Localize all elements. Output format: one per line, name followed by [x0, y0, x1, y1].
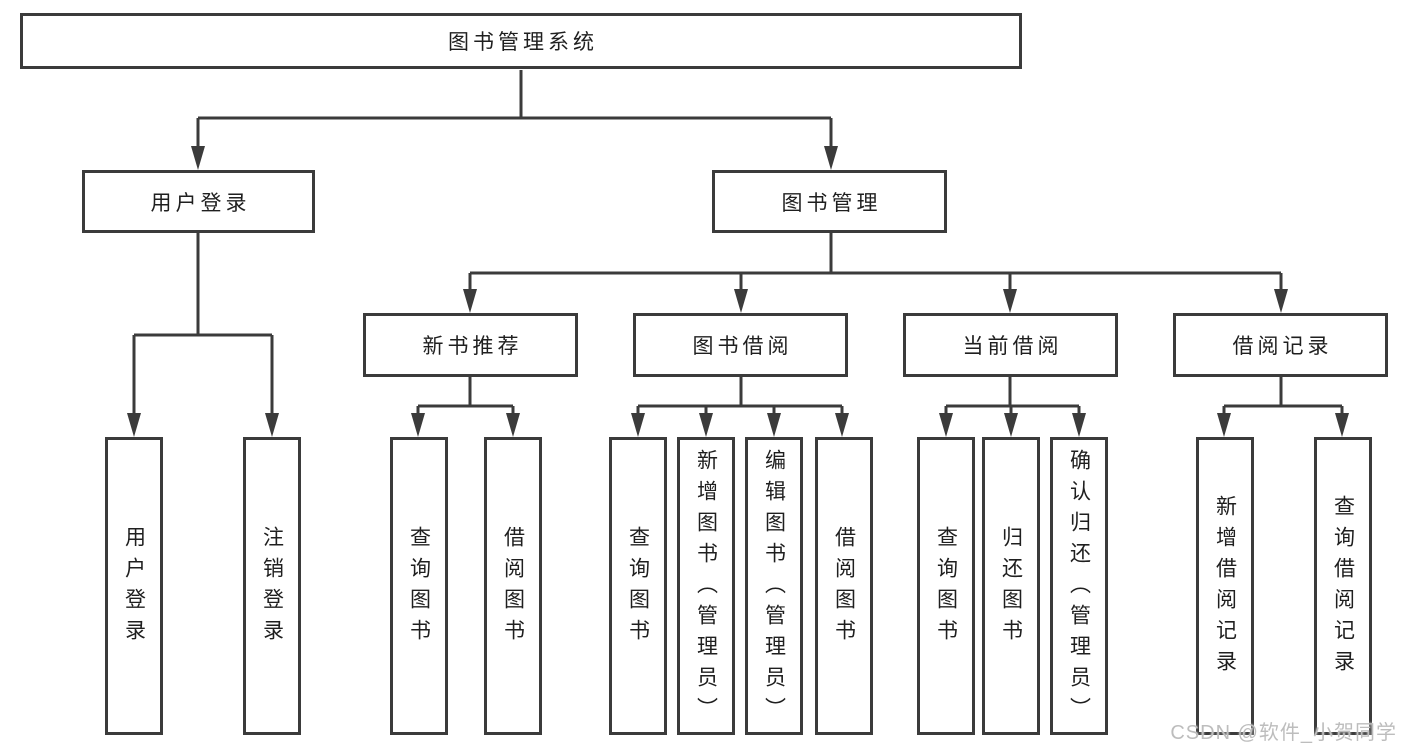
- node-label: 当前借阅: [962, 335, 1063, 358]
- node-user-login: 用户登录: [82, 170, 315, 233]
- node-new-book-recommend: 新书推荐: [363, 313, 578, 377]
- csdn-watermark: CSDN @软件_小贺同学: [1170, 722, 1397, 744]
- node-current-borrowing: 当前借阅: [903, 313, 1118, 377]
- leaf-label: 确认归还（管理员）: [1067, 448, 1091, 728]
- node-borrow-records: 借阅记录: [1173, 313, 1388, 377]
- leaf-edit-books-admin: 编辑图书（管理员）: [745, 437, 803, 735]
- node-book-borrowing: 图书借阅: [633, 313, 848, 377]
- leaf-label: 查询图书: [626, 526, 650, 650]
- leaf-label: 查询图书: [407, 526, 431, 650]
- node-label: 图书管理系统: [448, 31, 598, 54]
- leaf-label: 编辑图书（管理员）: [762, 448, 786, 728]
- leaf-label: 查询图书: [934, 526, 958, 650]
- leaf-query-borrow-record: 查询借阅记录: [1314, 437, 1372, 735]
- node-label: 图书借阅: [692, 335, 793, 358]
- leaf-return-books: 归还图书: [982, 437, 1040, 735]
- leaf-label: 新增图书（管理员）: [694, 448, 718, 728]
- leaf-add-books-admin: 新增图书（管理员）: [677, 437, 735, 735]
- leaf-query-books-current: 查询图书: [917, 437, 975, 735]
- leaf-add-borrow-record: 新增借阅记录: [1196, 437, 1254, 735]
- leaf-label: 借阅图书: [832, 526, 856, 650]
- node-label: 用户登录: [150, 191, 251, 215]
- leaf-label: 用户登录: [122, 526, 146, 650]
- leaf-label: 借阅图书: [501, 526, 525, 650]
- leaf-query-books-borrow: 查询图书: [609, 437, 667, 735]
- leaf-borrow-books-recommend: 借阅图书: [484, 437, 542, 735]
- leaf-label: 注销登录: [260, 526, 284, 650]
- node-label: 新书推荐: [422, 335, 523, 358]
- leaf-query-books-recommend: 查询图书: [390, 437, 448, 735]
- leaf-borrow-books: 借阅图书: [815, 437, 873, 735]
- leaf-label: 归还图书: [999, 526, 1023, 650]
- node-label: 图书管理: [781, 191, 882, 215]
- leaf-label: 查询借阅记录: [1331, 495, 1355, 681]
- node-label: 借阅记录: [1232, 335, 1333, 358]
- leaf-label: 新增借阅记录: [1213, 495, 1237, 681]
- leaf-logout: 注销登录: [243, 437, 301, 735]
- leaf-confirm-return-admin: 确认归还（管理员）: [1050, 437, 1108, 735]
- node-book-management: 图书管理: [712, 170, 947, 233]
- leaf-user-login: 用户登录: [105, 437, 163, 735]
- node-library-system: 图书管理系统: [20, 13, 1022, 69]
